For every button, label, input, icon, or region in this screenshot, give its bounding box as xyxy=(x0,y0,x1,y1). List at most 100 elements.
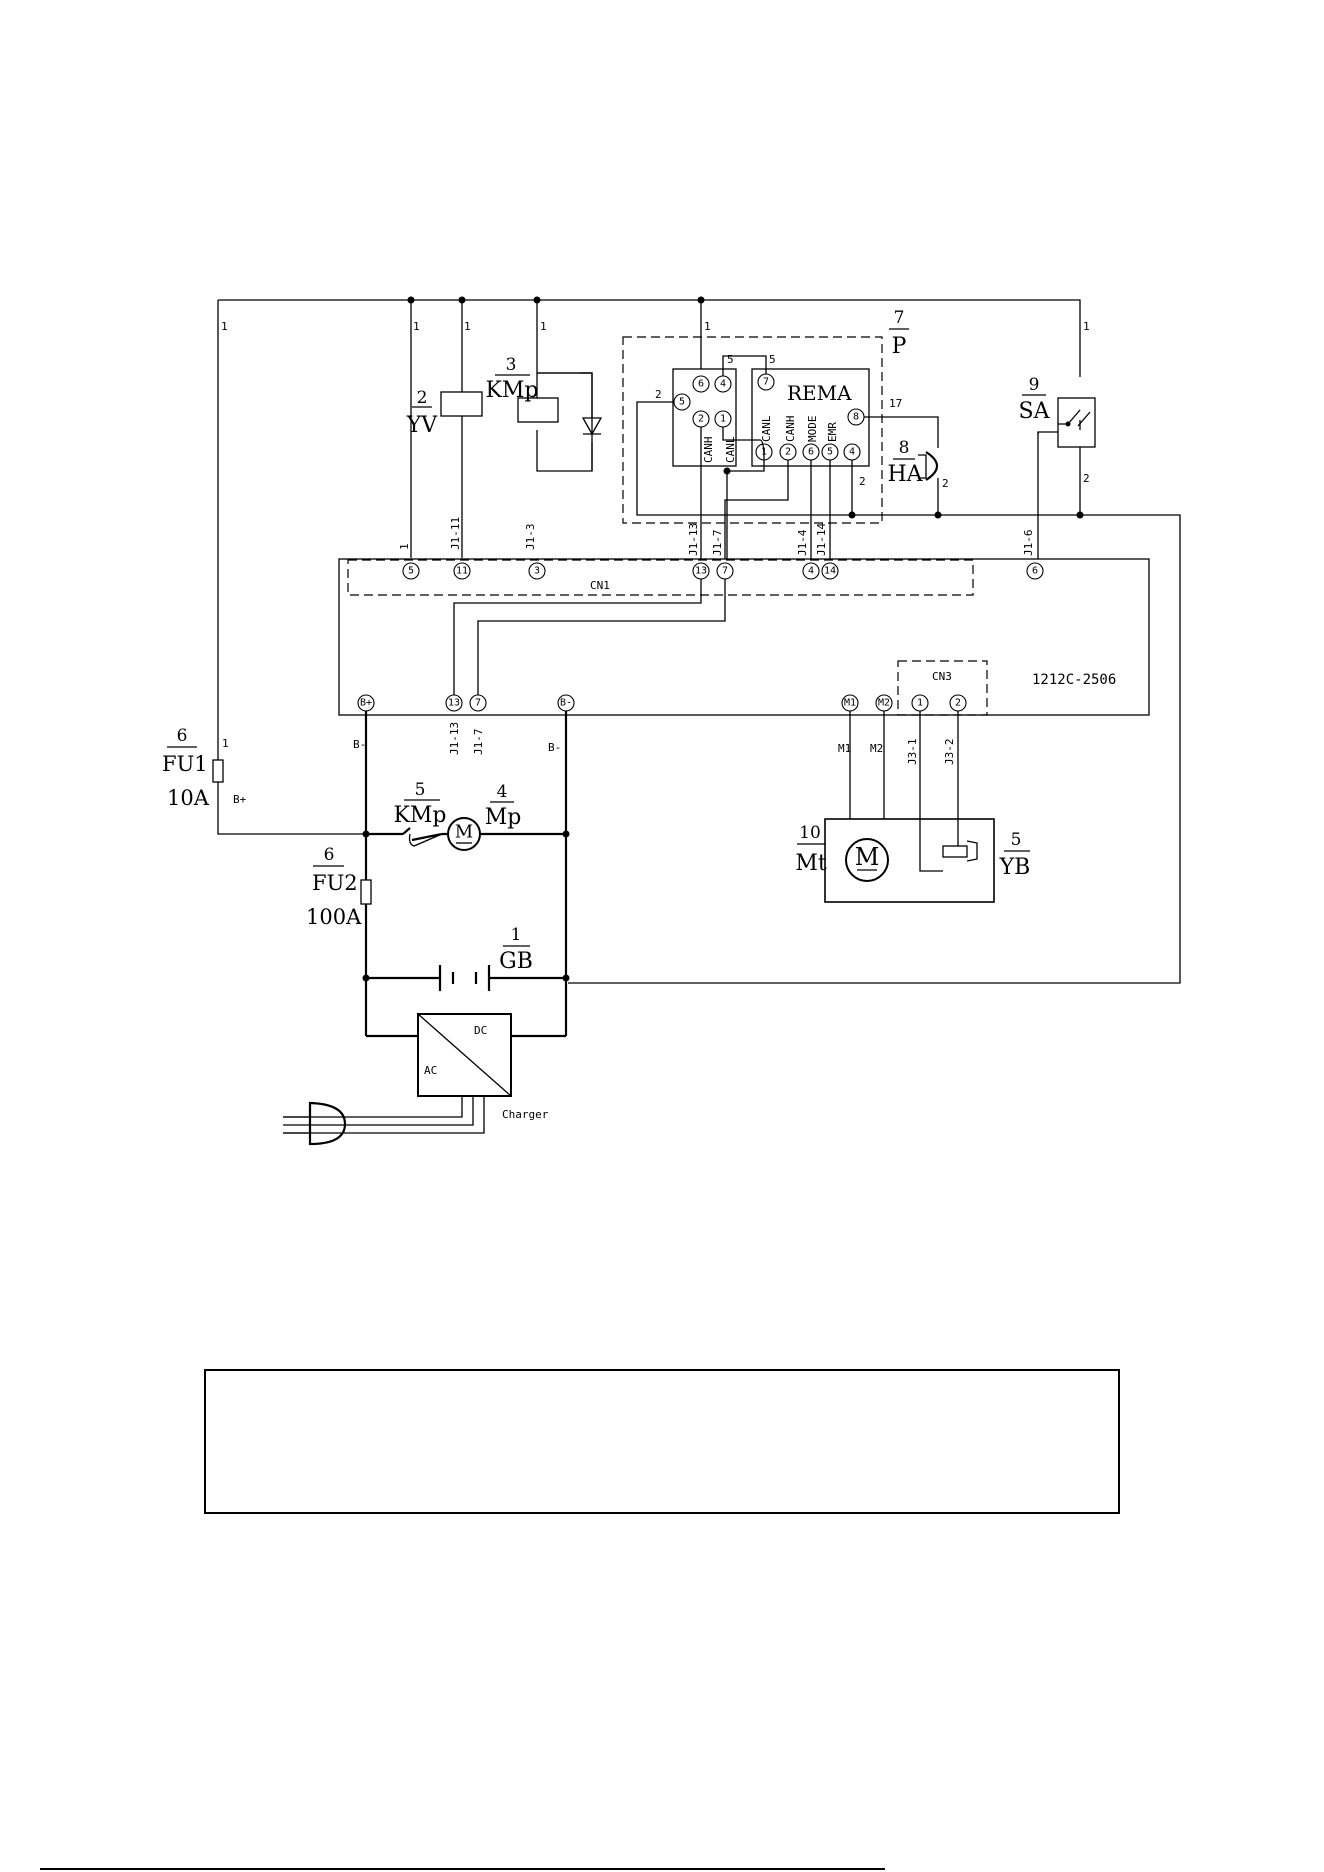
svg-text:14: 14 xyxy=(824,566,836,577)
svg-text:GB: GB xyxy=(499,949,533,974)
svg-text:CANL: CANL xyxy=(760,415,773,442)
svg-text:J1-3: J1-3 xyxy=(524,524,537,551)
svg-text:5: 5 xyxy=(408,566,414,577)
svg-text:M: M xyxy=(855,843,880,871)
controller: CN1 CN3 1212C-2506 5 11 3 13 7 4 14 6 1 … xyxy=(338,517,1150,765)
svg-text:2: 2 xyxy=(942,477,949,490)
svg-text:J1-6: J1-6 xyxy=(1022,530,1035,557)
fuse-fu2: 6 FU2 100A xyxy=(306,845,372,929)
svg-text:CANH: CANH xyxy=(784,416,797,443)
svg-text:M2: M2 xyxy=(878,698,890,709)
meter-rema: REMA 7 P 6 4 5 2 1 7 8 1 2 6 5 4 CANH CA… xyxy=(622,308,939,571)
meter-pin: 6 4 5 2 1 7 8 1 2 6 5 4 xyxy=(673,373,865,461)
svg-text:EMR: EMR xyxy=(826,422,839,442)
svg-text:Mt: Mt xyxy=(795,851,827,876)
svg-text:SA: SA xyxy=(1019,399,1051,424)
svg-text:AC: AC xyxy=(424,1064,437,1077)
svg-text:2: 2 xyxy=(655,388,662,401)
svg-text:6: 6 xyxy=(1032,566,1038,577)
svg-text:YB: YB xyxy=(999,855,1031,880)
battery-gb: 1 GB xyxy=(438,925,533,991)
svg-text:1: 1 xyxy=(511,925,522,945)
svg-text:J1-4: J1-4 xyxy=(796,529,809,556)
svg-text:5: 5 xyxy=(679,397,685,408)
svg-text:CANL: CANL xyxy=(724,436,737,463)
svg-text:7: 7 xyxy=(722,566,728,577)
svg-text:M1: M1 xyxy=(844,698,856,709)
svg-text:Charger: Charger xyxy=(502,1108,549,1121)
svg-text:FU2: FU2 xyxy=(312,871,358,895)
svg-text:3: 3 xyxy=(534,566,540,577)
svg-text:2: 2 xyxy=(955,698,961,709)
svg-text:B-: B- xyxy=(353,738,366,751)
svg-text:1: 1 xyxy=(917,698,923,709)
svg-text:4: 4 xyxy=(497,782,508,802)
wire-number-labels: 1 1 1 1 1 1 2 xyxy=(221,320,1090,485)
svg-text:8: 8 xyxy=(899,438,910,458)
svg-text:3: 3 xyxy=(506,355,517,375)
svg-text:100A: 100A xyxy=(306,905,362,929)
svg-text:4: 4 xyxy=(720,379,726,390)
svg-text:10: 10 xyxy=(799,823,821,843)
svg-text:B+: B+ xyxy=(233,793,247,806)
svg-text:J1-13: J1-13 xyxy=(448,722,461,755)
bottom-labels: B- J1-13 J1-7 B- M1 M2 J3-1 J3-2 xyxy=(353,722,956,765)
valve-yv: 2 YV xyxy=(406,388,483,438)
svg-text:M1: M1 xyxy=(838,742,851,755)
svg-text:4: 4 xyxy=(849,447,855,458)
svg-text:FU1: FU1 xyxy=(162,752,208,776)
svg-text:B+: B+ xyxy=(360,698,372,709)
cn1-pin: 5 11 3 13 7 4 14 6 xyxy=(402,562,1044,580)
svg-text:J3-1: J3-1 xyxy=(906,739,919,766)
pump-motor-mp: M 4 Mp xyxy=(447,782,521,851)
horn-ha: 2 8 HA xyxy=(887,438,949,515)
bus-junctions xyxy=(407,296,705,304)
svg-text:1: 1 xyxy=(221,320,228,333)
svg-text:KMp: KMp xyxy=(393,803,446,828)
svg-text:1: 1 xyxy=(720,414,726,425)
svg-text:6: 6 xyxy=(698,379,704,390)
svg-text:CANH: CANH xyxy=(702,437,715,464)
svg-text:7: 7 xyxy=(894,308,905,328)
svg-text:J3-2: J3-2 xyxy=(943,739,956,766)
svg-text:1: 1 xyxy=(1083,320,1090,333)
page-footer-line xyxy=(40,1868,885,1870)
pump-contactor-switch: 5 KMp xyxy=(393,780,447,847)
svg-text:7: 7 xyxy=(475,698,481,709)
svg-text:2: 2 xyxy=(417,388,428,408)
svg-text:2: 2 xyxy=(785,447,791,458)
svg-text:MODE: MODE xyxy=(806,416,819,443)
svg-text:J1-13: J1-13 xyxy=(687,523,700,556)
svg-text:J1-7: J1-7 xyxy=(472,729,485,756)
top-bus-wires xyxy=(217,299,1081,760)
svg-text:2: 2 xyxy=(1083,472,1090,485)
fuse-fu1: 6 FU1 10A xyxy=(162,726,224,810)
charger: DC AC Charger xyxy=(283,1013,549,1146)
svg-text:13: 13 xyxy=(695,566,707,577)
switch-sa: 9 SA xyxy=(1019,375,1096,571)
svg-text:13: 13 xyxy=(448,698,460,709)
svg-text:5: 5 xyxy=(827,447,833,458)
power-circuit: 1 B+ xyxy=(217,711,570,1038)
svg-text:KMp: KMp xyxy=(485,378,538,403)
svg-text:1: 1 xyxy=(464,320,471,333)
svg-text:J1-11: J1-11 xyxy=(449,517,462,550)
svg-text:1: 1 xyxy=(222,737,229,750)
svg-text:5: 5 xyxy=(415,780,426,800)
svg-text:B-: B- xyxy=(548,741,561,754)
bottom-pin: B+ 13 7 B- M1 M2 1 2 xyxy=(357,694,967,712)
svg-text:6: 6 xyxy=(177,726,188,746)
svg-text:P: P xyxy=(892,334,907,359)
svg-text:1: 1 xyxy=(413,320,420,333)
svg-text:2: 2 xyxy=(859,475,866,488)
svg-text:17: 17 xyxy=(889,397,902,410)
cn1-labels: 1 J1-11 J1-3 J1-13 J1-7 J1-4 J1-14 J1-6 xyxy=(398,517,1035,556)
svg-text:DC: DC xyxy=(474,1024,487,1037)
svg-text:HA: HA xyxy=(887,462,923,487)
svg-text:M2: M2 xyxy=(870,742,883,755)
svg-text:J1-7: J1-7 xyxy=(711,530,724,557)
svg-text:CN3: CN3 xyxy=(932,670,952,683)
svg-text:REMA: REMA xyxy=(787,381,852,405)
svg-text:J1-14: J1-14 xyxy=(815,523,828,556)
